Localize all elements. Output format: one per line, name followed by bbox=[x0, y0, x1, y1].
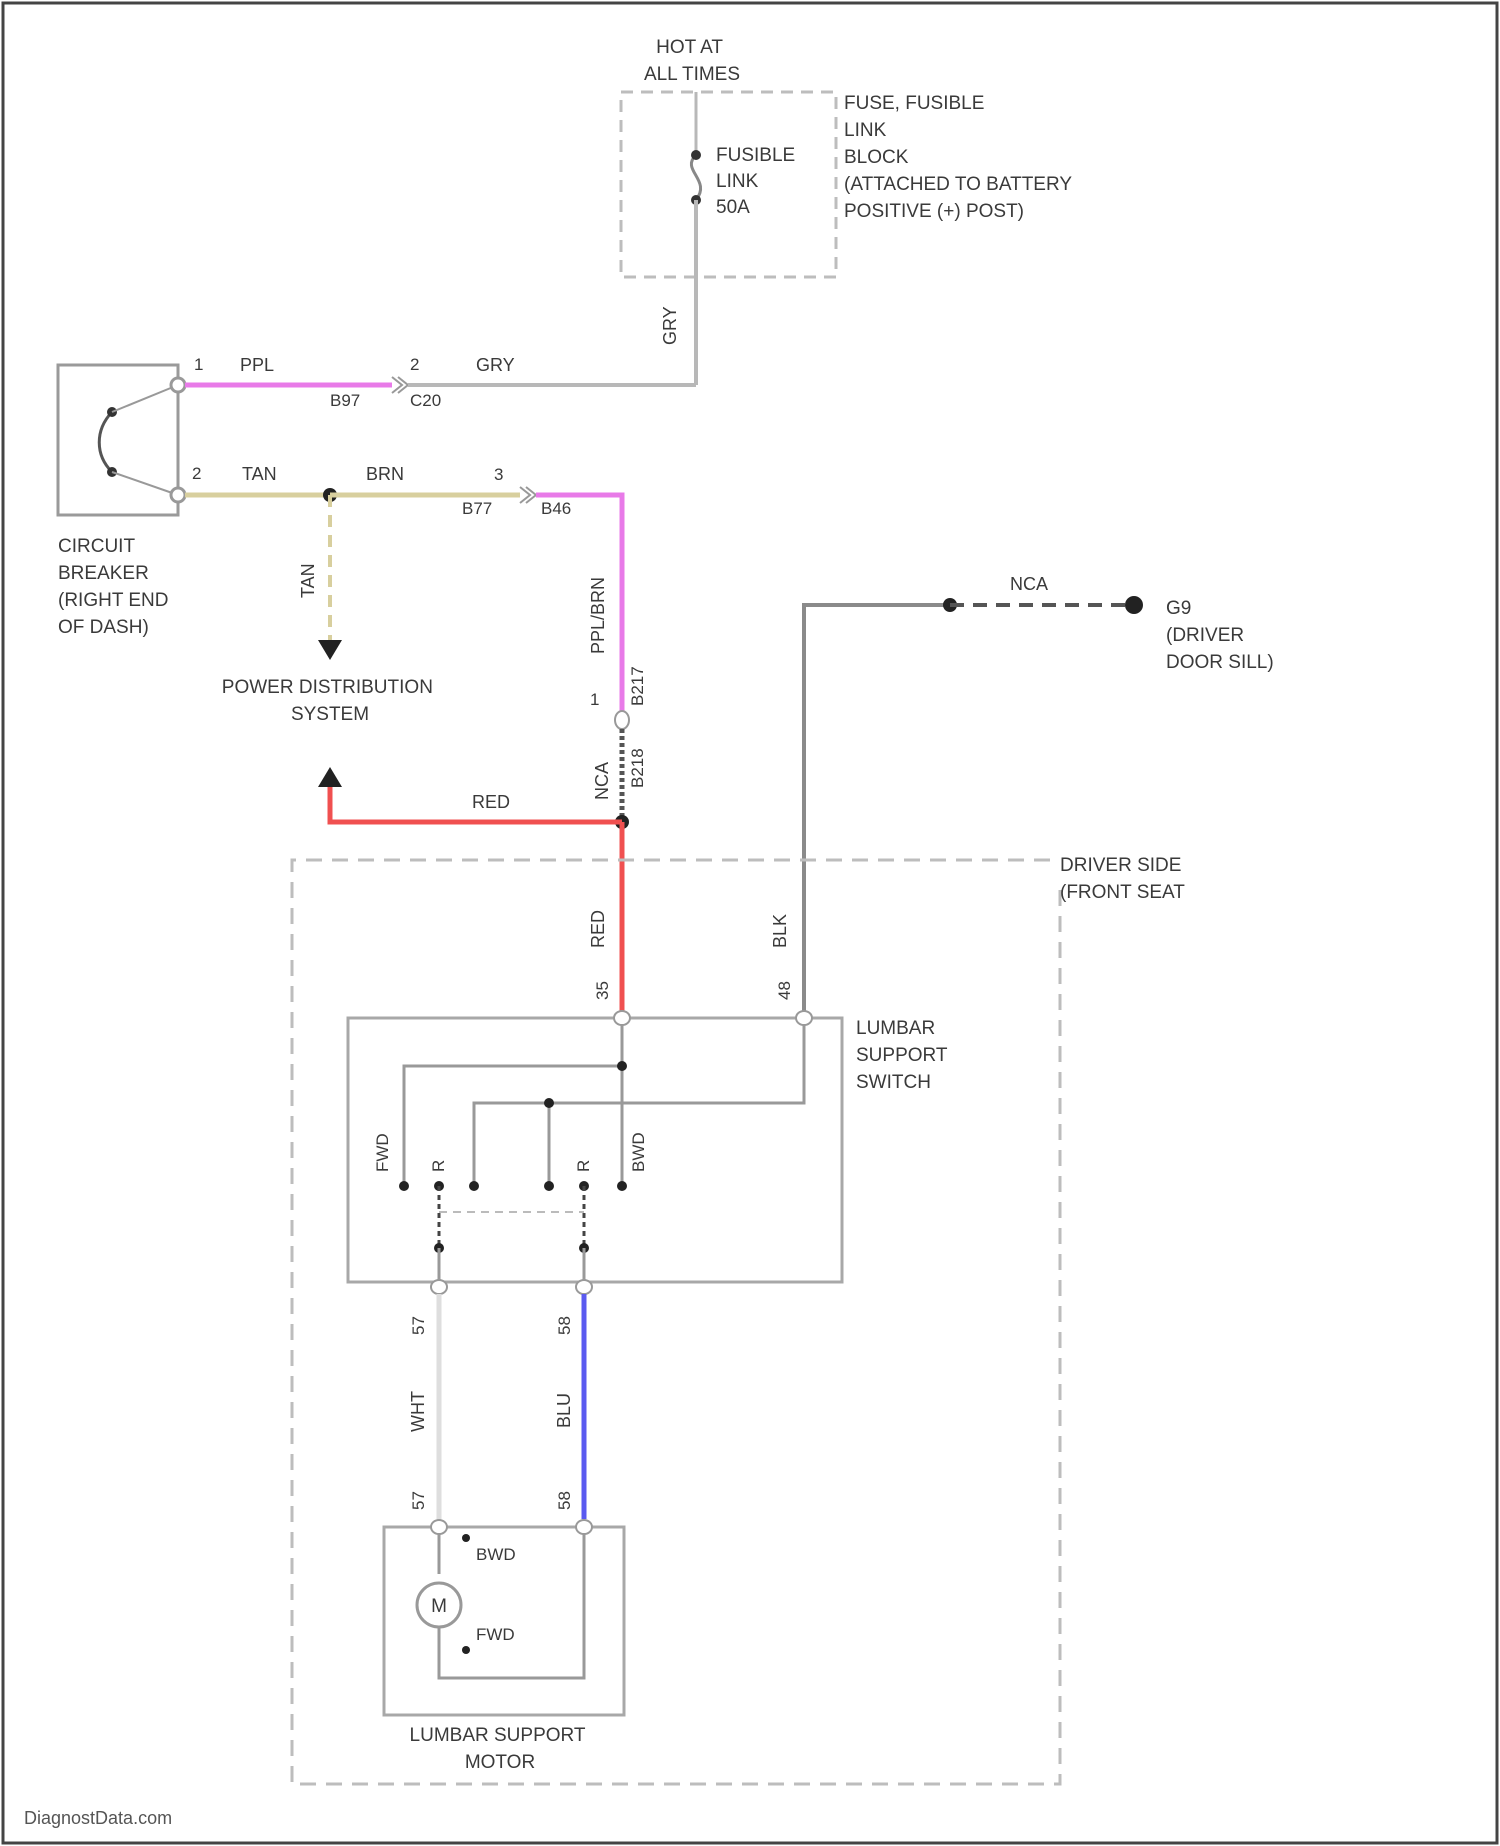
driver-side-label: DRIVER SIDE (FRONT SEAT bbox=[1060, 855, 1187, 903]
connector-b217-pin-label: 1 bbox=[590, 690, 599, 709]
switch-fwd-label: FWD bbox=[373, 1133, 392, 1172]
nca-vertical-label: NCA bbox=[592, 762, 612, 800]
lumbar-switch-box bbox=[348, 1018, 842, 1282]
wht-wire-label: WHT bbox=[408, 1391, 428, 1432]
switch-contact-fwd bbox=[399, 1181, 409, 1191]
power-distribution-arrow-up bbox=[318, 767, 342, 787]
tan-vertical-label: TAN bbox=[298, 563, 318, 598]
switch-red-splice bbox=[617, 1061, 627, 1071]
blk-wire-label: BLK bbox=[770, 914, 790, 948]
ppl-brn-wire-label: PPL/BRN bbox=[588, 577, 608, 654]
motor-fwd-dot bbox=[462, 1646, 470, 1654]
nca-top-label: NCA bbox=[1010, 574, 1048, 594]
motor-pin-57-label: 57 bbox=[409, 1491, 428, 1510]
lumbar-switch-label: LUMBAR SUPPORT SWITCH bbox=[856, 1018, 952, 1093]
driver-side-outline bbox=[292, 860, 1060, 1784]
connector-c20-pin-label: 2 bbox=[410, 355, 419, 374]
connector-b97-label: B97 bbox=[330, 391, 360, 410]
switch-pin-35 bbox=[614, 1011, 630, 1025]
motor-symbol: M bbox=[431, 1596, 447, 1617]
blk-wire bbox=[804, 605, 950, 1015]
breaker-pin1-label: 1 bbox=[194, 355, 203, 374]
switch-r2-label: R bbox=[574, 1160, 593, 1172]
motor-pin-57 bbox=[431, 1520, 447, 1534]
red-vertical-label: RED bbox=[588, 910, 608, 948]
switch-pin-35-label: 35 bbox=[593, 981, 612, 1000]
switch-contact-bwd bbox=[617, 1181, 627, 1191]
switch-pin-48 bbox=[796, 1011, 812, 1025]
blu-wire-label: BLU bbox=[554, 1393, 574, 1428]
connector-c20-label: C20 bbox=[410, 391, 441, 410]
switch-pin-58-label: 58 bbox=[555, 1316, 574, 1335]
switch-pin-57-label: 57 bbox=[409, 1316, 428, 1335]
motor-bwd-dot bbox=[462, 1534, 470, 1542]
circuit-breaker-box bbox=[58, 365, 178, 515]
ground-g9-label: G9 (DRIVER DOOR SILL) bbox=[1166, 598, 1274, 673]
motor-pin-58-label: 58 bbox=[555, 1491, 574, 1510]
ppl-brn-wire bbox=[536, 495, 622, 712]
diagram-border bbox=[3, 3, 1497, 1843]
connector-b77-label: B77 bbox=[462, 499, 492, 518]
gry-vertical-label: GRY bbox=[660, 306, 680, 345]
switch-contact-ground-2 bbox=[544, 1181, 554, 1191]
hot-at-all-times-label: HOT AT ALL TIMES bbox=[644, 37, 740, 85]
breaker-lead-top bbox=[112, 385, 178, 412]
ground-g9-icon bbox=[1125, 596, 1143, 614]
connector-b218-label: B218 bbox=[628, 748, 647, 788]
power-distribution-label: POWER DISTRIBUTION SYSTEM bbox=[222, 677, 438, 725]
connector-b217-label: B217 bbox=[628, 666, 647, 706]
ppl-wire-label: PPL bbox=[240, 355, 274, 375]
gry-wire-label: GRY bbox=[476, 355, 515, 375]
switch-contact-ground-1 bbox=[469, 1181, 479, 1191]
fuse-terminal-top bbox=[691, 150, 701, 160]
breaker-pin-1 bbox=[171, 378, 185, 392]
switch-pin-58 bbox=[576, 1280, 592, 1294]
motor-pin-58 bbox=[576, 1520, 592, 1534]
fuse-block-label: FUSE, FUSIBLE LINK BLOCK (ATTACHED TO BA… bbox=[844, 93, 1077, 222]
switch-r1-label: R bbox=[429, 1160, 448, 1172]
power-distribution-arrow-down bbox=[318, 640, 342, 660]
circuit-breaker-icon bbox=[99, 412, 112, 472]
lumbar-motor-label: LUMBAR SUPPORT MOTOR bbox=[410, 1725, 591, 1773]
switch-bwd-label: BWD bbox=[629, 1132, 648, 1172]
fusible-link-icon bbox=[691, 155, 700, 200]
breaker-lead-bottom bbox=[112, 472, 178, 495]
fusible-link-label: FUSIBLE LINK 50A bbox=[716, 145, 800, 218]
connector-b46-label: B46 bbox=[541, 499, 571, 518]
motor-bwd-label: BWD bbox=[476, 1545, 516, 1564]
brn-wire-label: BRN bbox=[366, 464, 404, 484]
switch-pin-57 bbox=[431, 1280, 447, 1294]
switch-ground-splice bbox=[544, 1098, 554, 1108]
breaker-pin2-label: 2 bbox=[192, 464, 201, 483]
red-wire-label: RED bbox=[472, 792, 510, 812]
motor-fwd-label: FWD bbox=[476, 1625, 515, 1644]
watermark: DiagnostData.com bbox=[24, 1808, 172, 1828]
tan-wire-label: TAN bbox=[242, 464, 277, 484]
connector-b46-pin-label: 3 bbox=[494, 465, 503, 484]
circuit-breaker-label: CIRCUIT BREAKER (RIGHT END OF DASH) bbox=[58, 536, 174, 638]
breaker-pin-2 bbox=[171, 488, 185, 502]
connector-b217-pin bbox=[615, 711, 629, 729]
switch-pin-48-label: 48 bbox=[775, 981, 794, 1000]
